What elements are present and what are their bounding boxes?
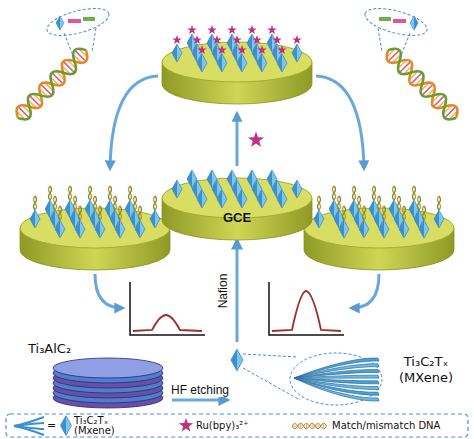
mxene-sheet <box>294 358 379 378</box>
left-hybridization-figure <box>12 44 91 123</box>
process-arrow <box>236 240 239 342</box>
left-electrode <box>34 186 157 220</box>
voltammogram-weak <box>133 315 202 331</box>
zoom-ellipse <box>290 353 382 405</box>
voltammogram-strong <box>269 282 344 335</box>
hybrid-arrow <box>316 76 364 168</box>
legend-text: Ru(bpy)₃²⁺ <box>196 421 249 431</box>
left-electrode <box>20 186 170 270</box>
mxene-node: Ti₃C₂Tₓ (MXene) <box>228 342 468 410</box>
right-hybridization-figure <box>362 3 461 124</box>
ru-star <box>248 132 264 147</box>
left-hybridization-figure <box>44 3 112 58</box>
mxene-sheet <box>294 378 379 401</box>
left-hybridization-figure <box>12 3 111 124</box>
right-hybridization-figure <box>382 44 461 123</box>
zoom-lines <box>243 354 300 400</box>
voltammogram-strong <box>269 282 344 335</box>
legend-text: Match/mismatch DNA <box>332 421 440 431</box>
equals-sign: = <box>47 420 56 432</box>
mxene-accordion <box>231 349 382 405</box>
loading-arrow <box>236 114 239 166</box>
accordion-icon <box>14 426 44 435</box>
node-label: Ti₃AlC₂ <box>28 341 128 357</box>
node-label: Ti₃C₂Tₓ (MXene) <box>386 354 466 386</box>
voltammogram-strong <box>272 291 341 331</box>
gce-electrode <box>162 170 312 240</box>
mxene-sheet <box>294 369 379 378</box>
legend-frame <box>6 414 468 437</box>
accordion-icon <box>14 417 44 426</box>
stack-layer <box>53 358 163 378</box>
flake-icon <box>61 416 72 436</box>
top-electrode <box>172 25 302 54</box>
signal-arrow <box>95 274 122 308</box>
mxene-layer <box>172 170 302 208</box>
edge-label: Nafion <box>216 272 230 311</box>
node-outline <box>160 170 314 240</box>
mxene-flake <box>231 349 243 371</box>
right-electrode <box>304 186 454 270</box>
right-electrode <box>318 186 441 220</box>
process-arrow <box>172 399 228 402</box>
node-label: GCE <box>160 210 314 226</box>
top-electrode <box>162 25 312 104</box>
signal-arrow <box>352 274 379 308</box>
max-phase-stack <box>53 358 163 408</box>
voltammogram-weak <box>130 282 205 335</box>
dna-icon <box>292 423 327 429</box>
legend-text: Ti₃C₂Tₓ (Mxene) <box>74 416 124 436</box>
star-icon <box>179 418 193 432</box>
legend-frame <box>6 414 468 437</box>
max-phase-node: Ti₃AlC₂ <box>8 342 172 410</box>
accordion-icon <box>14 417 44 435</box>
edge-label: HF etching <box>169 383 231 397</box>
mxene-sheet <box>294 364 379 378</box>
mxene-sheet <box>294 375 379 378</box>
right-hybridization-figure <box>362 3 430 58</box>
electrode-node: GCE <box>160 170 314 240</box>
voltammogram-weak <box>130 282 205 335</box>
hybrid-arrow <box>110 76 158 168</box>
